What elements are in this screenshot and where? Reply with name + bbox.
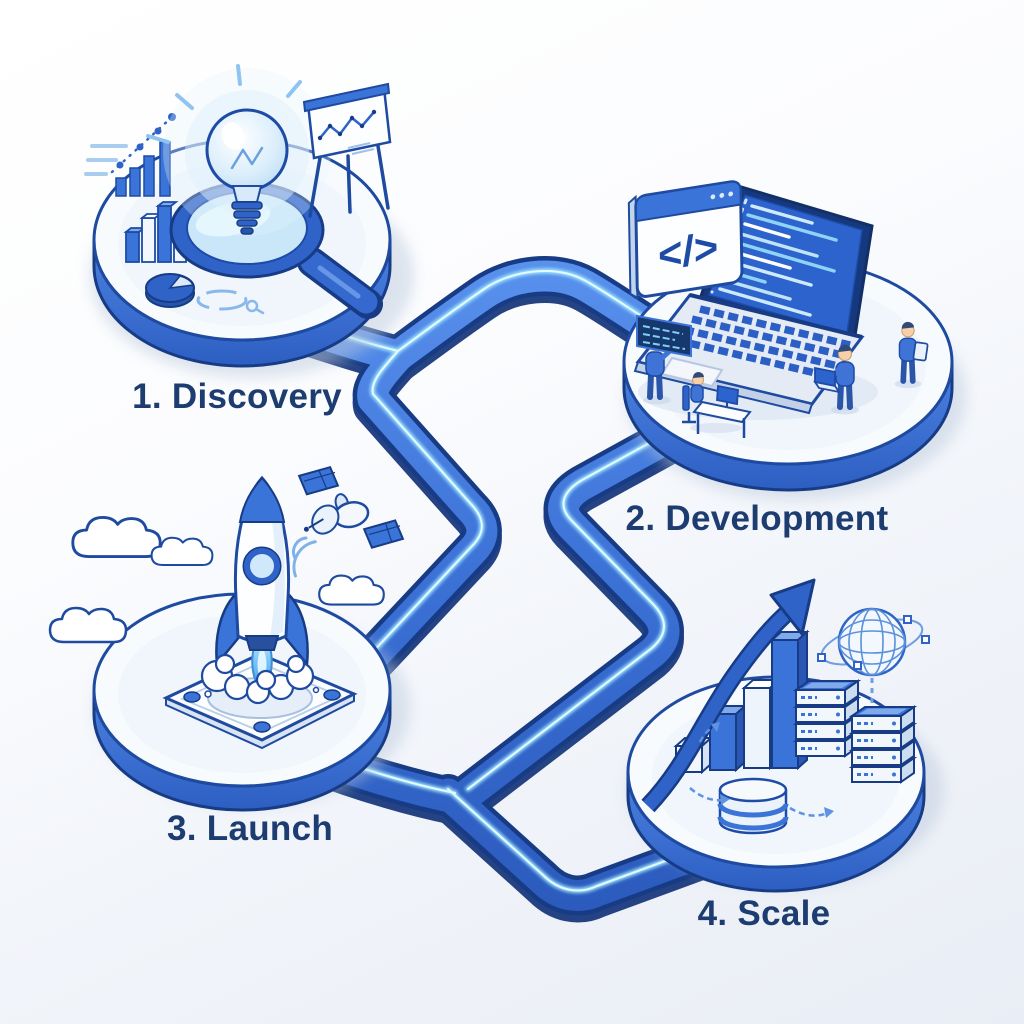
developer-with-laptop	[813, 344, 859, 415]
floating-bar-chart-icon	[110, 113, 176, 197]
satellite-icon	[297, 465, 405, 549]
smoke-icon	[200, 653, 320, 705]
laptop-code-icon	[633, 184, 874, 415]
platform-launch	[48, 465, 410, 812]
step-label-scale: 4. Scale	[697, 894, 831, 933]
magnifier-icon	[169, 181, 383, 319]
speed-lines	[84, 144, 128, 176]
code-window-icon: </>	[627, 180, 744, 300]
rocket-window	[244, 548, 280, 584]
trackpad	[660, 356, 724, 388]
floating-code-panel	[636, 314, 692, 358]
pie-chart-icon	[145, 273, 195, 308]
keyboard-keys	[675, 305, 851, 381]
presentation-board-icon	[302, 82, 392, 218]
bar-graph-icon	[673, 629, 810, 775]
step-label-discovery: 1. Discovery	[132, 377, 342, 416]
database-icon	[717, 777, 789, 835]
rocket-nose	[238, 476, 286, 523]
signal-waves-icon	[291, 536, 317, 578]
platform-development: </>	[622, 180, 966, 500]
platform-scale	[626, 578, 944, 893]
growth-arrow-icon	[641, 578, 816, 813]
developer-at-desk	[682, 371, 752, 438]
step-label-development: 2. Development	[625, 499, 889, 538]
platform-discovery	[84, 64, 414, 378]
sketch-ring-icon	[196, 289, 265, 315]
globe-network-icon	[817, 607, 930, 706]
rocket-nozzle	[244, 635, 280, 651]
dashed-arrow-heads	[711, 722, 834, 818]
lightbulb-icon	[146, 64, 342, 236]
code-glyph: </>	[658, 223, 719, 280]
developer-with-panel	[636, 314, 692, 405]
developer-with-tablet	[894, 321, 929, 389]
step-label-launch: 3. Launch	[166, 809, 334, 848]
